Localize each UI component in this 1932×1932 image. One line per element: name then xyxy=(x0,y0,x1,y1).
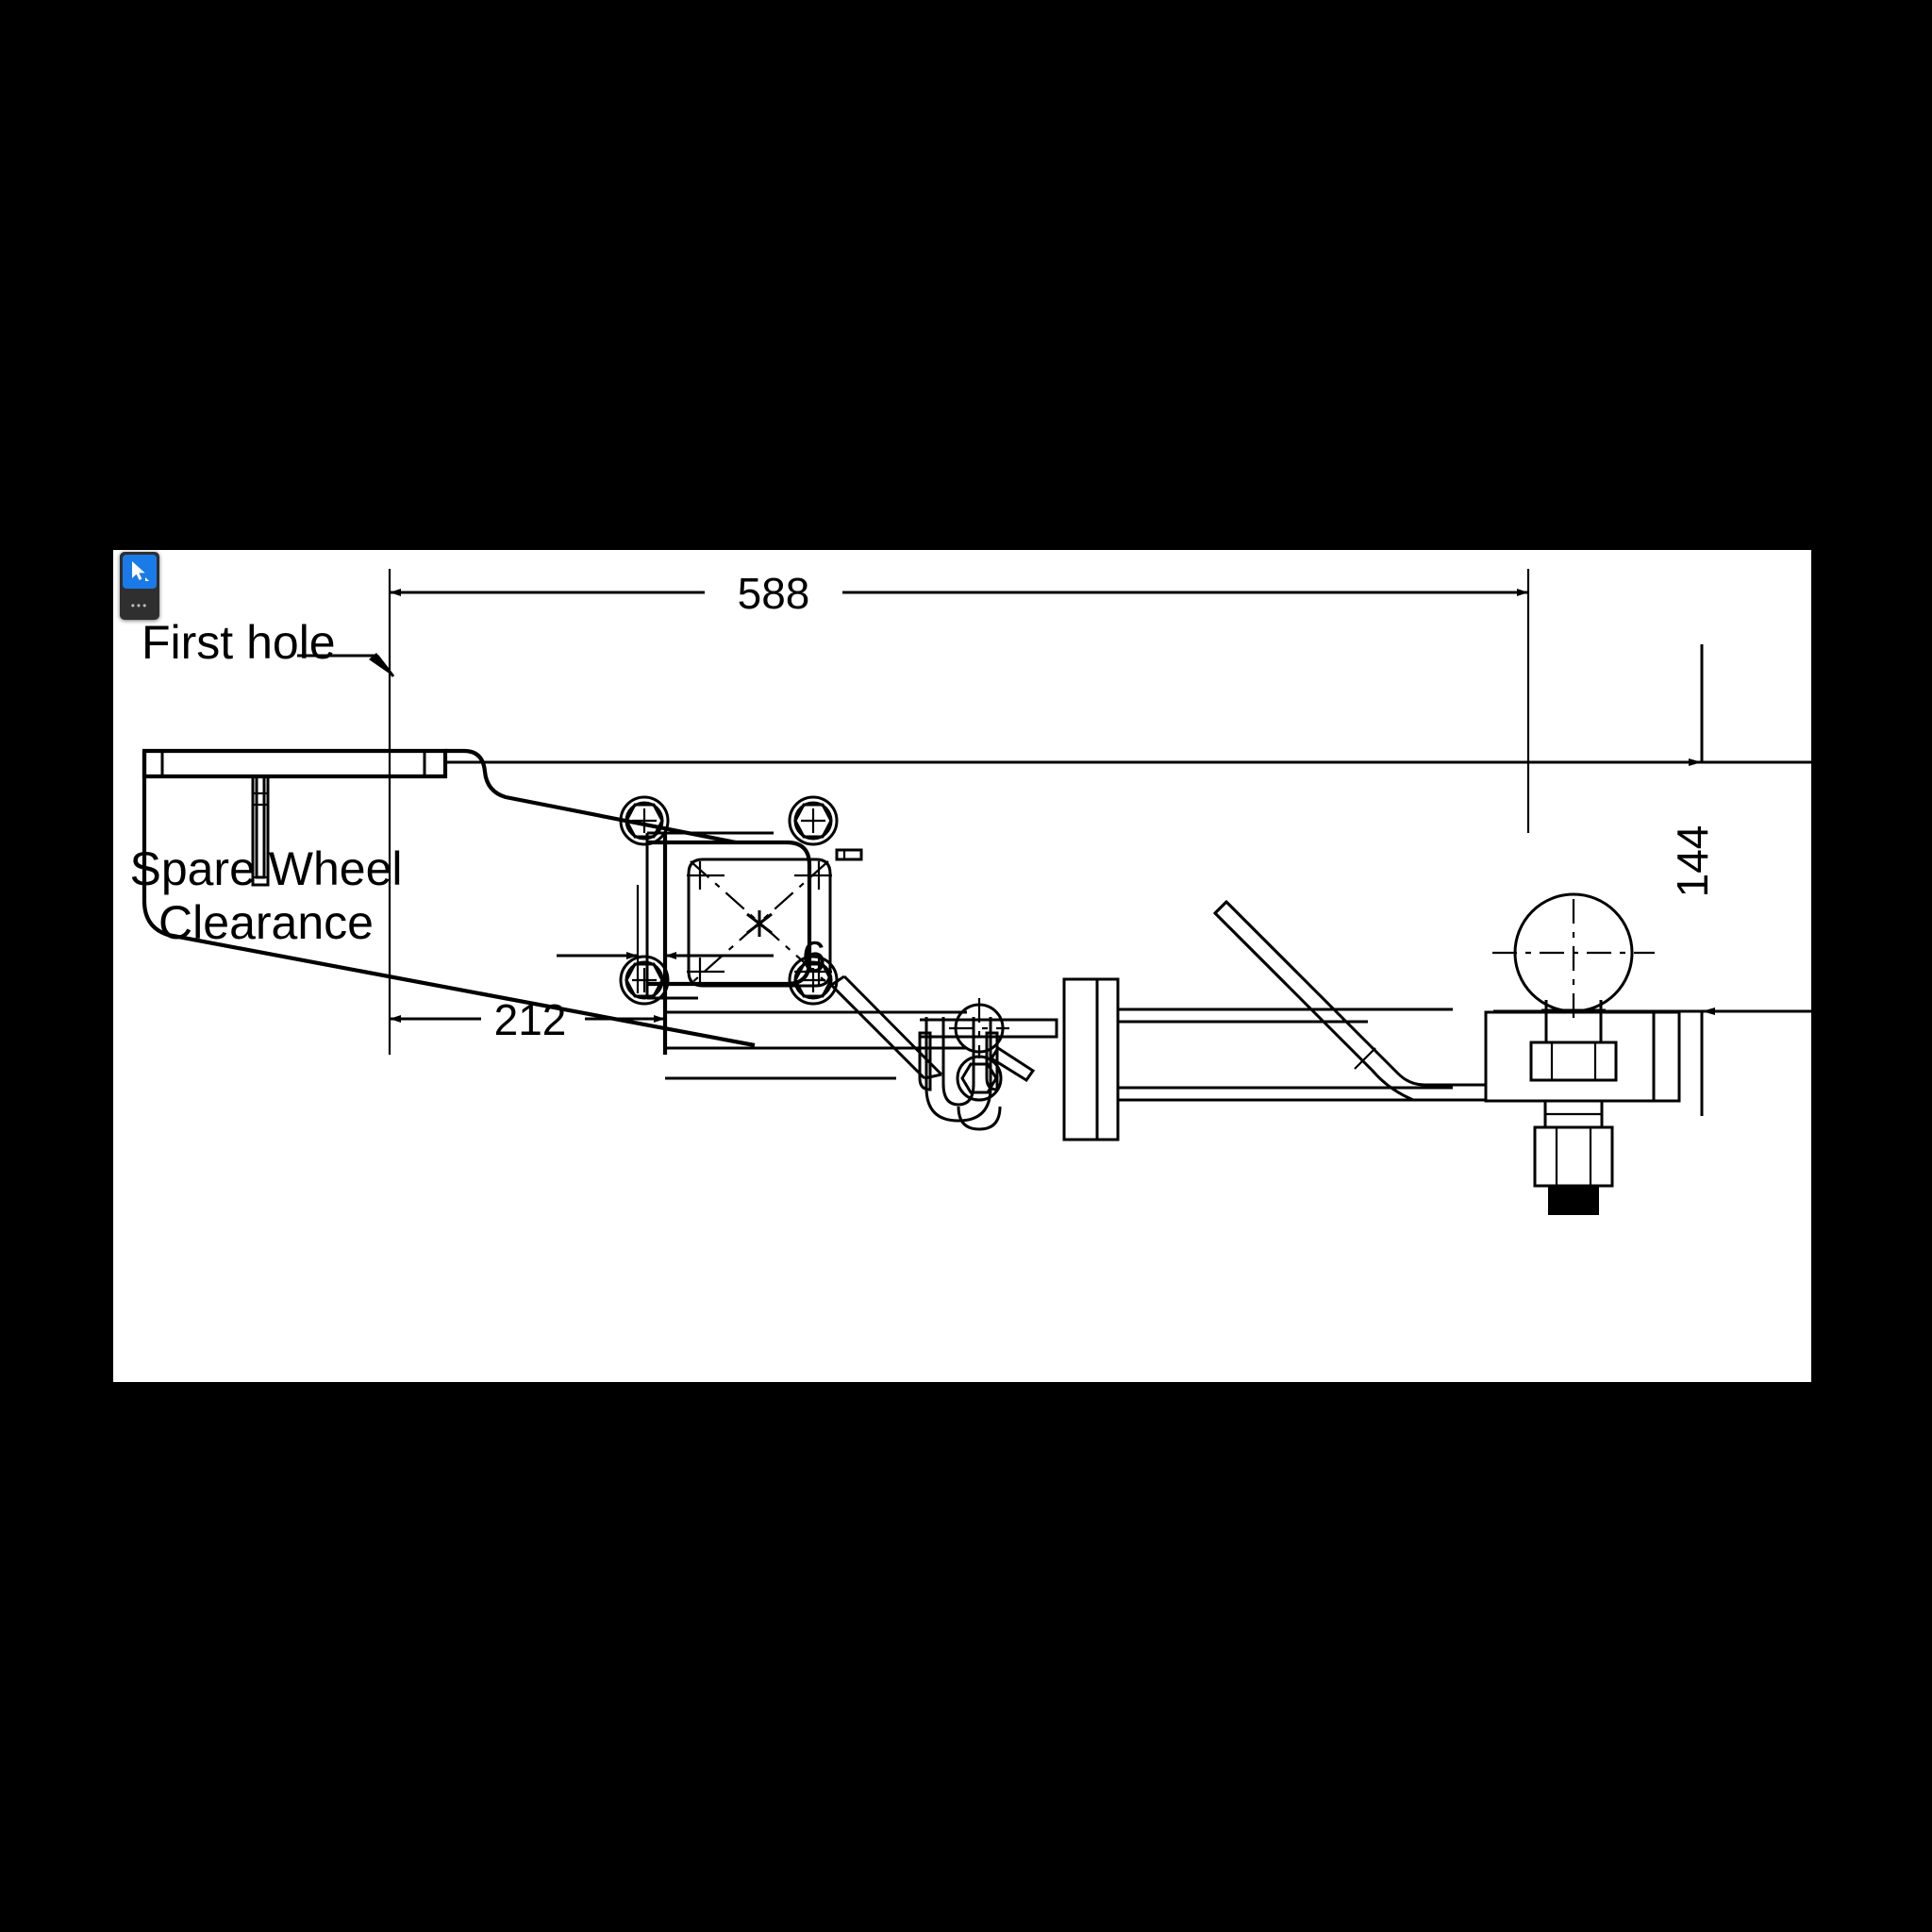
shackle-assembly xyxy=(918,998,1058,1131)
mounting-plate xyxy=(645,831,812,1055)
tool-overflow-button[interactable]: ••• xyxy=(130,599,149,612)
floating-tool-palette[interactable]: ••• xyxy=(120,552,159,620)
drawbar-shaft xyxy=(1118,1008,1453,1102)
side-stud xyxy=(835,848,863,861)
dimension-588: 588 xyxy=(390,569,1528,618)
spare-wheel-clearance-label-line1: Spare Wheel xyxy=(129,842,402,895)
dimension-588-value: 588 xyxy=(738,569,810,618)
cursor-arrow-icon xyxy=(132,561,149,581)
lower-drawbar xyxy=(665,1010,967,1080)
first-hole-label: First hole xyxy=(142,616,336,669)
flange-plate xyxy=(1062,977,1120,1141)
rail-bolt xyxy=(251,776,270,887)
dimension-6: 6 xyxy=(557,932,826,981)
bolt-bottom-right xyxy=(788,955,839,1006)
diagonal-brace xyxy=(828,974,943,1080)
dimension-144: 144 xyxy=(1668,644,1717,1116)
tow-ball-assembly xyxy=(1484,892,1681,1215)
bolt-top-left xyxy=(619,795,670,846)
technical-drawing-canvas[interactable]: 588 144 212 6 xyxy=(113,550,1811,1382)
bolt-top-right xyxy=(788,795,839,846)
select-cursor-button[interactable] xyxy=(123,555,157,589)
towbar-drawing: 588 144 212 6 xyxy=(129,569,1811,1215)
chassis-rail-arm xyxy=(142,748,756,1048)
bolt-bottom-left xyxy=(619,955,670,1006)
first-hole-leader xyxy=(297,653,395,677)
dimension-144-value: 144 xyxy=(1668,825,1717,898)
extension-lines xyxy=(388,569,1811,1055)
angled-neck xyxy=(1212,899,1486,1102)
